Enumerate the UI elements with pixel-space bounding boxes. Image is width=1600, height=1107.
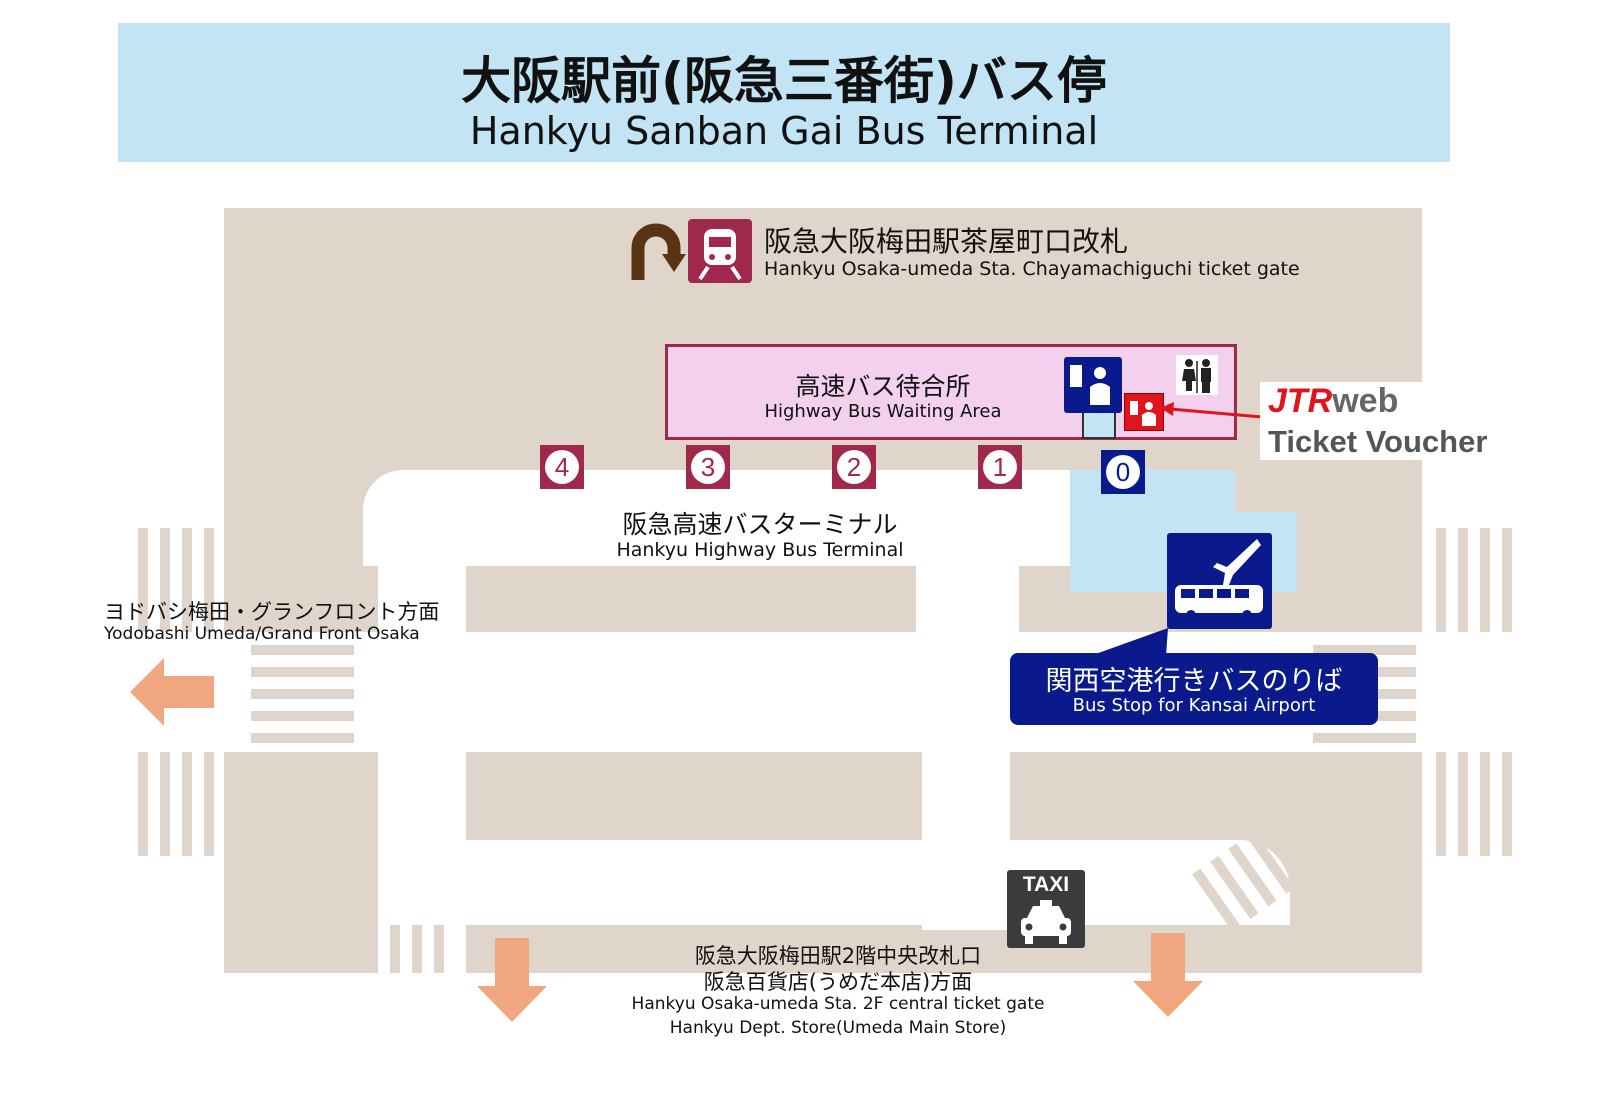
web-brand: web [1332, 382, 1399, 420]
terminal-en: Hankyu Highway Bus Terminal [616, 539, 904, 561]
voucher-pointer-arrow [1160, 402, 1262, 419]
south-en-2: Hankyu Dept. Store(Umeda Main Store) [669, 1018, 1007, 1038]
south-en-1: Hankyu Osaka-umeda Sta. 2F central ticke… [631, 994, 1045, 1014]
south-ja-1: 阪急大阪梅田駅2階中央改札口 [694, 944, 982, 968]
arrow-south-icon [477, 938, 547, 1022]
ticket-voucher-text: Ticket Voucher [1268, 424, 1488, 459]
arrow-west-icon [130, 658, 214, 726]
u-turn-arrow-icon [631, 223, 686, 280]
stop-0: 0 [1101, 450, 1145, 494]
ticket-voucher-label: JTRweb Ticket Voucher [1260, 382, 1505, 460]
taxi-icon: TAXI [1007, 870, 1085, 948]
title-ja: 大阪駅前(阪急三番街)バス停 [461, 52, 1107, 110]
jtr-brand: JTR [1268, 382, 1333, 420]
arrow-south-icon [1133, 933, 1203, 1017]
stop-1: 1 [978, 445, 1022, 489]
title-en: Hankyu Sanban Gai Bus Terminal [469, 109, 1099, 153]
airport-bus-icon [1167, 533, 1272, 629]
airport-bus-stop-callout: 関西空港行きバスのりば Bus Stop for Kansai Airport [1010, 653, 1378, 725]
ticket-counter-icon [1064, 357, 1122, 413]
header-banner: 大阪駅前(阪急三番街)バス停 Hankyu Sanban Gai Bus Ter… [118, 23, 1450, 162]
callout-pointer [1090, 628, 1168, 656]
waiting-area-ja: 高速バス待合所 [795, 372, 971, 401]
west-en: Yodobashi Umeda/Grand Front Osaka [104, 624, 420, 644]
west-ja: ヨドバシ梅田・グランフロント方面 [104, 600, 440, 624]
terminal-ja: 阪急高速バスターミナル [622, 510, 898, 539]
waiting-area: 高速バス待合所 Highway Bus Waiting Area [665, 344, 1237, 440]
airport-en: Bus Stop for Kansai Airport [1072, 695, 1316, 716]
south-ja-2: 阪急百貨店(うめだ本店)方面 [703, 970, 973, 994]
stop-3: 3 [686, 445, 730, 489]
stop-2: 2 [832, 445, 876, 489]
train-icon [688, 219, 752, 283]
stop-4: 4 [540, 445, 584, 489]
gate-top-ja: 阪急大阪梅田駅茶屋町口改札 [764, 225, 1129, 258]
gate-top-en: Hankyu Osaka-umeda Sta. Chayamachiguchi … [764, 258, 1300, 280]
waiting-area-en: Highway Bus Waiting Area [764, 401, 1002, 422]
voucher-counter-icon [1124, 393, 1164, 431]
restroom-icon [1176, 355, 1218, 395]
airport-ja: 関西空港行きバスのりば [1045, 666, 1343, 697]
